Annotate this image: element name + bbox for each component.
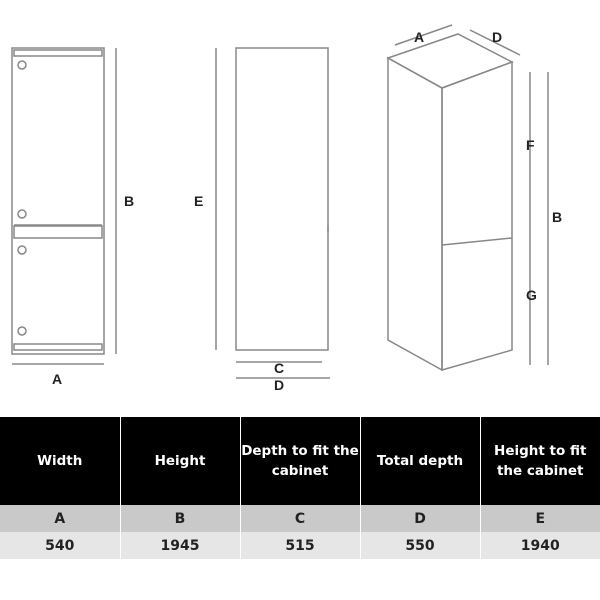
header-height: Height — [119, 417, 240, 505]
dimensions-table: Width Height Depth to fit the cabinet To… — [0, 417, 600, 559]
label-a-front: A — [52, 371, 62, 387]
value-a: 540 — [0, 532, 120, 559]
value-c: 515 — [239, 532, 360, 559]
header-row: Width Height Depth to fit the cabinet To… — [0, 417, 600, 505]
label-f-iso: F — [526, 137, 535, 153]
letter-e: E — [479, 505, 600, 532]
label-a-iso: A — [414, 29, 424, 45]
label-c-side: C — [274, 360, 284, 376]
header-height-fit: Height to fit the cabinet — [479, 417, 600, 505]
header-width: Width — [0, 417, 120, 505]
value-e: 1940 — [479, 532, 600, 559]
label-b-iso: B — [552, 209, 562, 225]
value-b: 1945 — [119, 532, 240, 559]
letter-b: B — [119, 505, 240, 532]
label-b-front: B — [124, 193, 134, 209]
value-row: 540 1945 515 550 1940 — [0, 532, 600, 559]
letter-d: D — [359, 505, 480, 532]
letter-a: A — [0, 505, 120, 532]
header-depth-fit: Depth to fit the cabinet — [239, 417, 360, 505]
isometric-view — [386, 24, 549, 372]
header-total-depth: Total depth — [359, 417, 480, 505]
value-d: 550 — [359, 532, 480, 559]
letter-row: A B C D E — [0, 505, 600, 532]
front-view — [11, 47, 117, 365]
label-d-iso: D — [492, 29, 502, 45]
side-view — [215, 47, 330, 379]
label-g-iso: G — [526, 287, 537, 303]
letter-c: C — [239, 505, 360, 532]
label-e-side: E — [194, 193, 203, 209]
label-d-side: D — [274, 377, 284, 393]
fridge-dimension-drawings: B A E C D A D F B G — [11, 24, 562, 393]
